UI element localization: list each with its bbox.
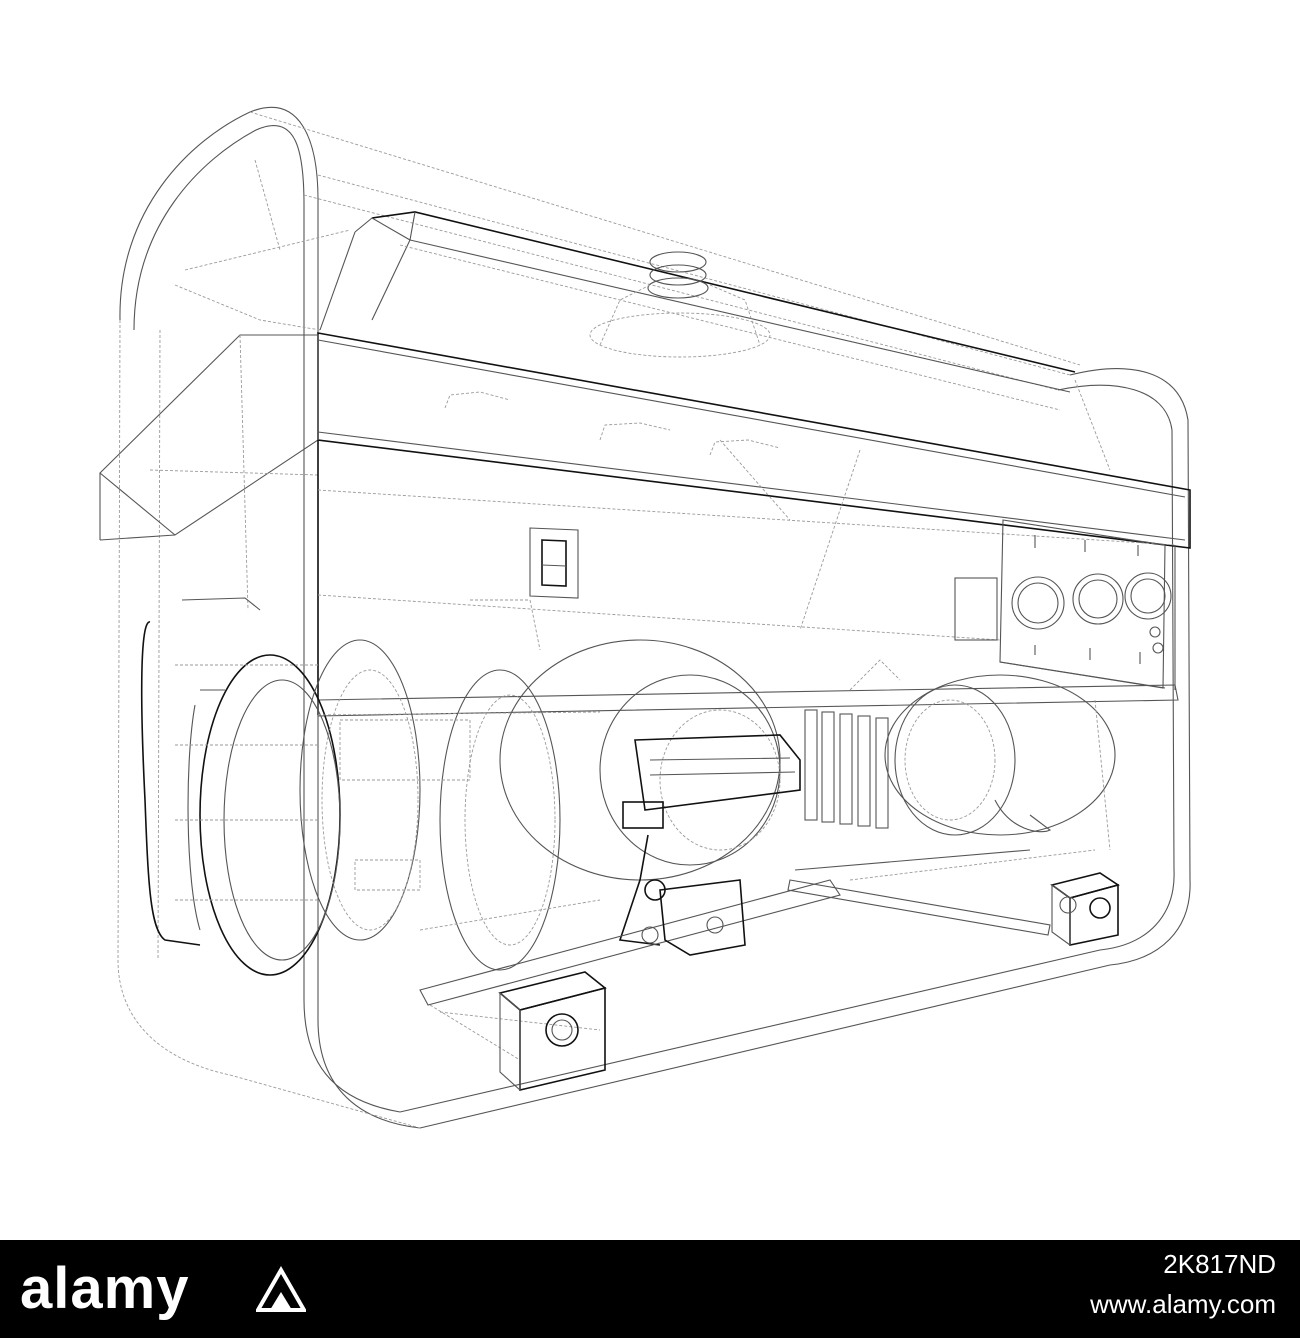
frame-bottom-rail: [229, 949, 1111, 1129]
brand-logo: alamy: [20, 1256, 190, 1321]
engine-recoil-cover: [140, 597, 341, 976]
muffler: [849, 659, 1116, 836]
engine-block: [299, 599, 601, 971]
control-panel: [954, 519, 1172, 689]
housing-top-band: [317, 332, 1191, 549]
engine-mount-bracket: [641, 879, 746, 956]
mount-front: [498, 971, 607, 1092]
fuel-tank: [319, 211, 1076, 411]
generator-wireframe-illustration: [99, 106, 1191, 1129]
cooling-fins: [804, 709, 889, 829]
brand-mark-icon: [256, 1265, 306, 1312]
frame-right-loop: [1057, 368, 1191, 966]
switch-panel: [529, 527, 579, 599]
image-id: 2K817ND: [1163, 1249, 1276, 1279]
internal-structure-lines: [175, 664, 1111, 901]
base-rails: [419, 849, 1051, 1061]
mount-rear: [1050, 872, 1120, 947]
housing-left-panel: [99, 334, 319, 611]
alternator: [499, 639, 801, 946]
watermark-footer: alamy 2K817ND www.alamy.com: [0, 1240, 1300, 1338]
image-url: www.alamy.com: [1090, 1289, 1276, 1319]
frame-top-rails: [249, 111, 1081, 391]
frame-left-loop: [117, 106, 421, 1129]
housing-body: [317, 439, 1179, 717]
